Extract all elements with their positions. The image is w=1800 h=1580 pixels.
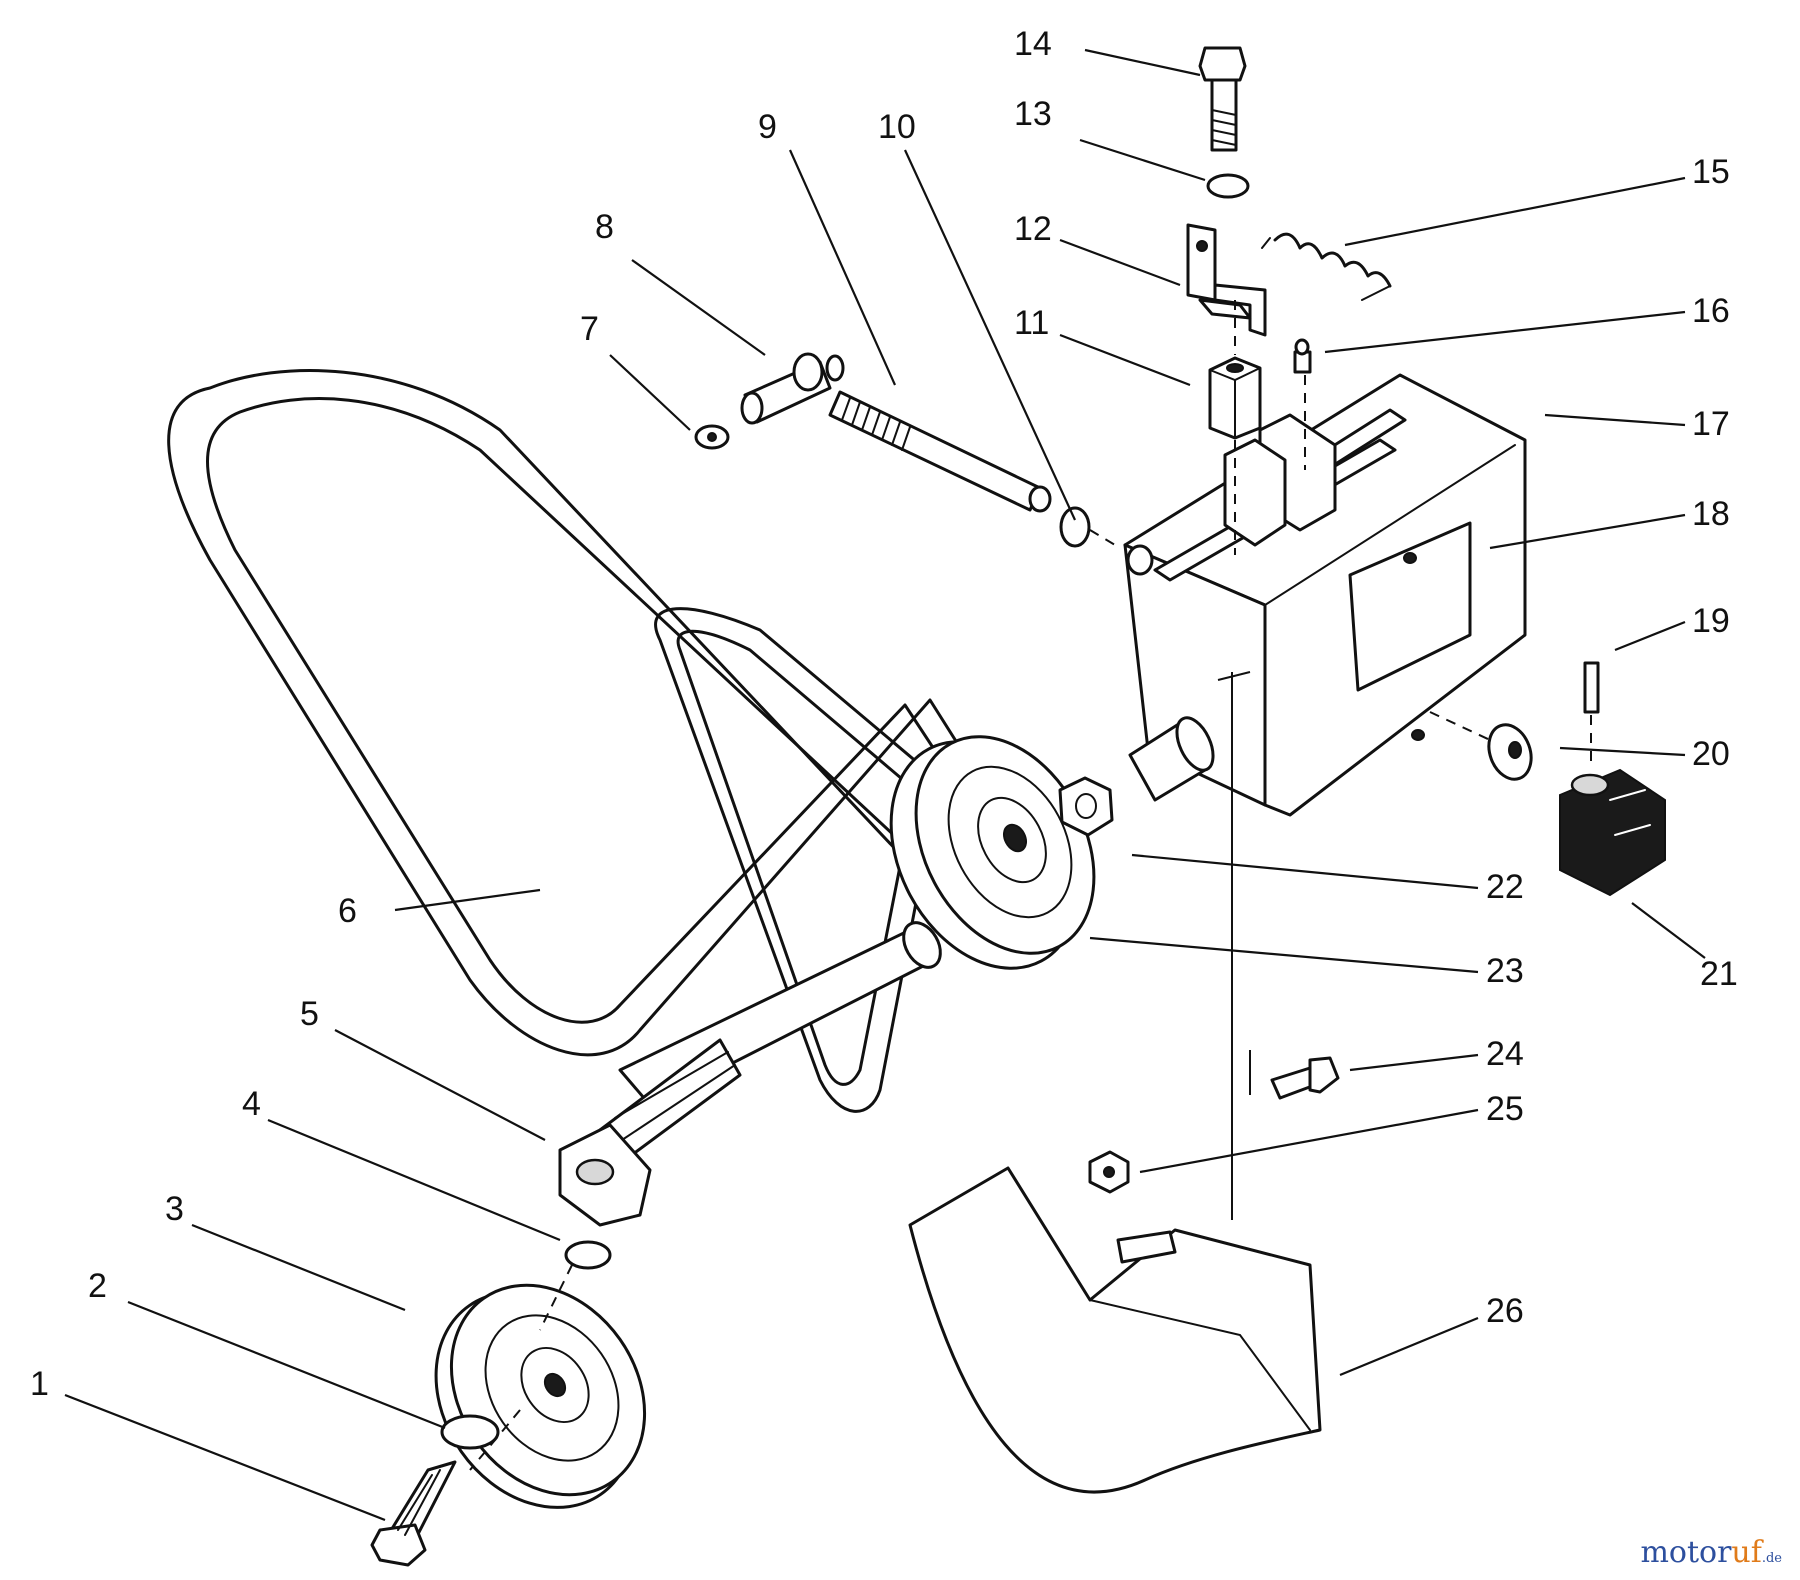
part-washer-20 [1487,723,1533,781]
part-eyebolt-8 [740,352,845,425]
part-idler-pulley-upper [889,735,1096,970]
callout-8: 8 [595,208,614,246]
callout-23: 23 [1486,952,1524,990]
leader-lines [64,48,1706,1522]
part-threaded-rod-9 [828,390,1052,513]
axis-line-20 [1429,711,1491,741]
watermark-part-c: .de [1761,1551,1782,1566]
callout-17: 17 [1692,405,1730,443]
axis-line-vertical [1217,671,1251,1220]
part-lock-washer-13 [1206,173,1250,199]
callout-16: 16 [1692,292,1730,330]
callout-24: 24 [1486,1035,1524,1073]
callout-13: 13 [1014,95,1052,133]
callout-14: 14 [1014,25,1052,63]
callout-26: 26 [1486,1292,1524,1330]
part-idler-arm [558,921,942,1227]
part-block-11 [1208,356,1262,440]
part-bolt-1 [370,1460,457,1567]
callout-22: 22 [1486,868,1524,906]
part-bolt-14 [1198,46,1247,152]
part-grease-fitting-16 [1293,338,1312,374]
part-washer-2 [440,1414,500,1450]
callout-6: 6 [338,892,357,930]
axis-line-lower [469,1264,573,1471]
callout-1: 1 [30,1365,49,1403]
callout-3: 3 [165,1190,184,1228]
part-shield-26 [908,1166,1322,1494]
part-screw-24 [1270,1056,1340,1100]
callout-10: 10 [878,108,916,146]
callout-15: 15 [1692,153,1730,191]
callout-2: 2 [88,1267,107,1305]
part-pin-19 [1583,661,1600,714]
part-v-belt [167,369,1058,1057]
axis-line-housing [1234,375,1306,555]
part-washer-4 [564,1240,612,1270]
part-nut-25 [1088,1150,1130,1194]
callout-11: 11 [1014,304,1049,342]
axis-line-10 [1089,529,1116,546]
part-spring-15 [1261,232,1392,301]
callout-7: 7 [580,310,599,348]
callout-21: 21 [1700,955,1738,993]
callout-25: 25 [1486,1090,1524,1128]
watermark-part-b: uf [1731,1535,1762,1570]
callout-5: 5 [300,995,319,1033]
callout-4: 4 [242,1085,261,1123]
part-knob-21 [1559,768,1666,897]
callout-9: 9 [758,108,777,146]
callout-12: 12 [1014,210,1052,248]
watermark-logo: motoruf.de [1640,1535,1782,1570]
part-spacer [1128,716,1215,802]
part-inner-belt [654,607,952,1113]
part-idler-pulley-lower [434,1283,647,1509]
part-clip-7 [694,424,730,450]
callout-20: 20 [1692,735,1730,773]
watermark-part-a: motor [1640,1535,1732,1570]
callout-labels: 1 2 3 4 5 6 7 8 9 10 11 12 13 14 15 16 1… [30,25,1738,1403]
callout-19: 19 [1692,602,1730,640]
part-nut-22 [1058,776,1114,837]
callout-18: 18 [1692,495,1730,533]
part-washer-10 [1059,506,1091,548]
part-bracket-12 [1186,223,1267,337]
